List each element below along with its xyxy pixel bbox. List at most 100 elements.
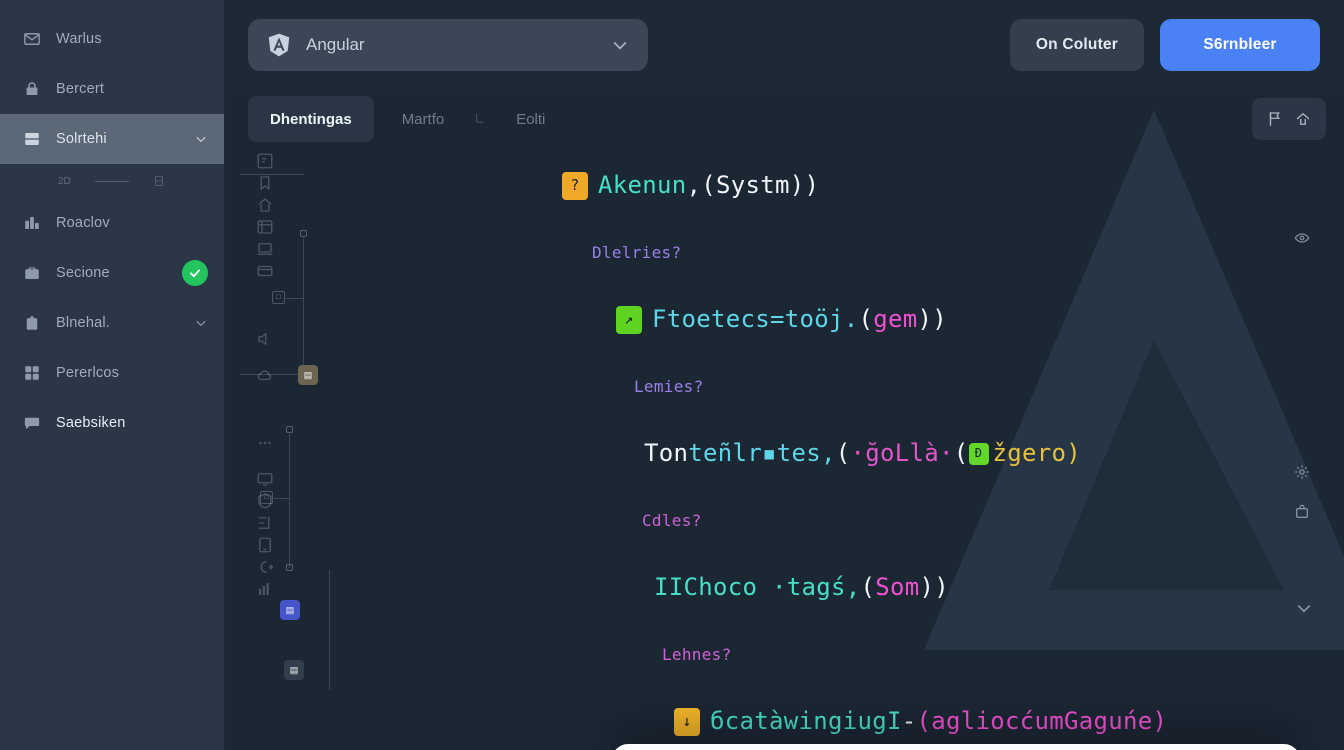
code-token: ( [953,439,969,467]
sidebar-sub-row: 2D [0,164,224,198]
code-line: Lehnes? [562,621,1344,688]
editor-tab-bar: Dhentingas Martfo Eolti [232,90,1344,148]
edit-note-icon[interactable] [256,152,274,170]
toolbox-icon [22,313,42,333]
sidebar-item-label: Roaclov [56,215,110,231]
sidebar-item-label: Warlus [56,31,102,47]
sidebar-item-saebsiken[interactable]: Saebsiken [0,398,224,448]
inline-tag-icon: Ð [968,442,989,465]
fold-chip[interactable]: ▤ [298,365,318,385]
code-token: Som [875,573,920,601]
share-icon[interactable] [1294,110,1312,128]
inline-tag-icon: ↓ [674,707,700,736]
guide-line [303,238,304,368]
code-token: ( [835,439,851,467]
sidebar-item-warlus[interactable]: Warlus [0,14,224,64]
sidebar: Warlus Bercert Solrtehi [0,0,224,750]
code-line: IIChoco ·tagś,(Som)) [562,554,1344,621]
chevron-down-icon[interactable] [194,132,208,146]
bag-icon[interactable] [1294,504,1310,520]
laptop-icon[interactable] [256,240,274,258]
briefcase-icon [22,263,42,283]
divider [94,180,129,182]
logout-icon[interactable] [256,558,274,576]
sidebar-item-label: Secione [56,265,110,281]
gear-icon[interactable] [1294,464,1310,480]
window-icon[interactable] [256,262,274,280]
inline-tag-icon: ? [562,171,588,200]
cloud-icon[interactable] [256,366,274,384]
chevron-down-icon[interactable] [1294,598,1314,618]
sidebar-item-secione[interactable]: Secione [0,248,224,298]
sidebar-sub-label: 2D [58,175,71,187]
code-token: gem [873,305,918,333]
editor-tab-actions [1252,98,1326,140]
flag-icon[interactable] [1266,110,1284,128]
code-token: teñlr▪tes, [688,439,836,467]
fold-chip[interactable]: ▤ [284,660,304,680]
fold-marker [286,426,293,433]
chevron-down-icon[interactable] [194,316,208,330]
search-panel: Fnalirt [612,744,1300,750]
code-token: )) [917,305,947,333]
inline-tag-icon: ↗ [616,305,642,334]
dots-icon[interactable] [256,434,274,452]
tab-martfo[interactable]: Martfo [401,110,445,128]
sidebar-item-pererlcos[interactable]: Pererlcos [0,348,224,398]
speaker-icon[interactable] [256,330,274,348]
fold-marker [286,564,293,571]
bars-icon[interactable] [256,580,274,598]
code-token: žgero) [992,439,1081,467]
code-token: ( [858,305,874,333]
guide-line [286,298,304,299]
primary-button[interactable]: S6rnbleer [1160,19,1320,71]
home-icon[interactable] [256,196,274,214]
code-token: Ton [644,439,689,467]
guide-line [289,434,290,568]
code-token: - [901,707,917,735]
bookmark-icon[interactable] [256,174,274,192]
code-token: Akenun [598,171,687,199]
angular-logo-icon [266,32,292,58]
editor-panel: Dhentingas Martfo Eolti [232,90,1344,750]
top-bar: Angular On Coluter S6rnbleer [224,0,1344,90]
code-line: Lemies? [562,353,1344,420]
tab-eolti[interactable]: Eolti [516,110,546,128]
shield-icon[interactable] [256,492,274,510]
sidebar-item-label: Solrtehi [56,131,107,147]
editor-gutter-rail [250,152,280,598]
code-line: ? Akenun,(Systm)) [562,152,1344,219]
code-viewer[interactable]: ? Akenun,(Systm)) Dlelries? ↗ Ftoetec s=… [562,152,1344,750]
code-token: ·ğoLlà· [850,439,954,467]
branch-icon [472,111,488,127]
sidebar-item-bercert[interactable]: Bercert [0,64,224,114]
code-line: Dlelries? [562,219,1344,286]
sidebar-item-solrtehi[interactable]: Solrtehi [0,114,224,164]
sidebar-item-label: Pererlcos [56,365,120,381]
book-icon[interactable] [256,218,274,236]
monitor-icon[interactable] [256,470,274,488]
code-token: Cdles? [642,511,702,530]
secondary-button[interactable]: On Coluter [1009,19,1144,71]
sidebar-item-roaclov[interactable]: Roaclov [0,198,224,248]
fold-chip[interactable]: ▤ [280,600,300,620]
layers-icon[interactable] [256,514,274,532]
grid-icon [22,363,42,383]
server-icon [22,129,42,149]
code-token: Ftoetec [652,305,756,333]
chevron-down-icon[interactable] [610,35,630,55]
lock-icon [22,79,42,99]
chart-icon [22,213,42,233]
tab-dhentingas[interactable]: Dhentingas [248,96,374,142]
sidebar-item-blnehal[interactable]: Blnehal. [0,298,224,348]
project-selector[interactable]: Angular [248,19,648,71]
main-area: Angular On Coluter S6rnbleer Dhentingas [224,0,1344,750]
code-token: (agliocćumGaguńe) [916,707,1168,735]
sidebar-item-label: Bercert [56,81,105,97]
code-token: Dlelries? [592,243,682,262]
eye-icon[interactable] [1294,230,1310,246]
tablet-icon[interactable] [256,536,274,554]
project-name: Angular [306,35,365,54]
db-icon [153,175,165,187]
